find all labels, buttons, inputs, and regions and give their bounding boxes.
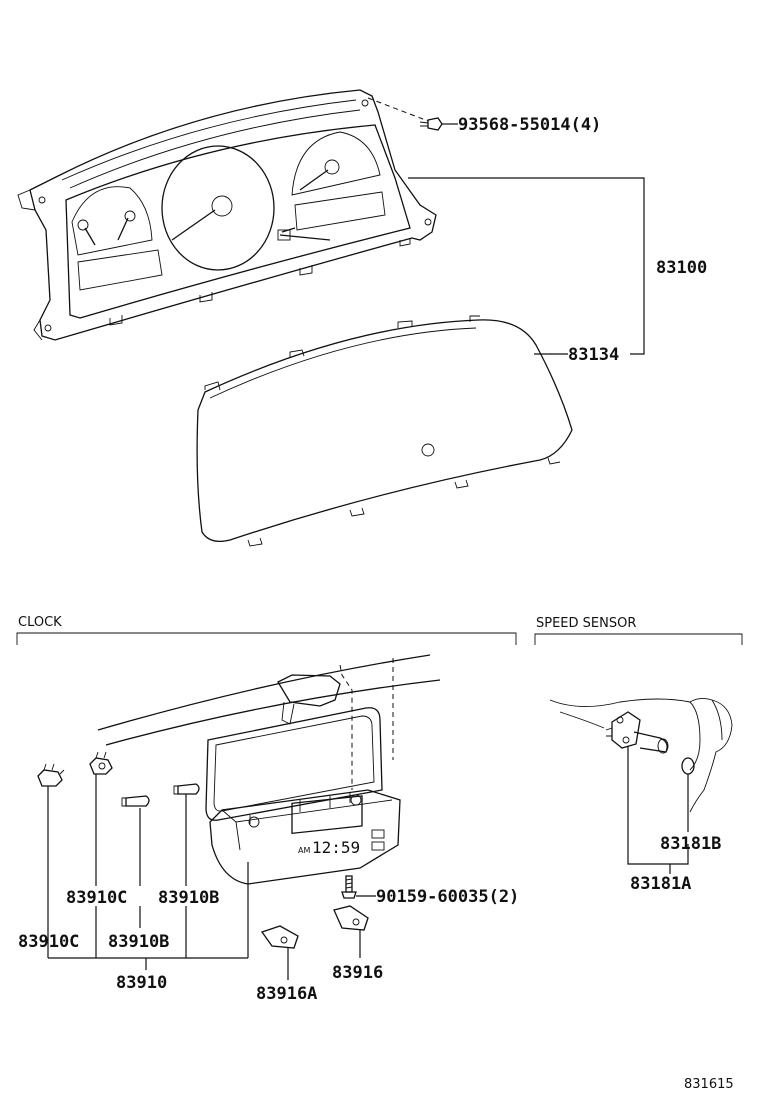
combination-meter-assembly[interactable] (17, 89, 437, 341)
label-83916A[interactable]: 83916A (256, 984, 317, 1004)
combination-meter-glass[interactable] (196, 315, 573, 547)
label-83100[interactable]: 83100 (656, 258, 707, 278)
clock-gasket[interactable] (205, 707, 383, 821)
label-83910C-upper[interactable]: 83910C (66, 888, 127, 908)
bulb-socket-83910C-right[interactable] (89, 751, 113, 775)
leader-83910-tree (47, 774, 249, 970)
label-83910C-lower[interactable]: 83910C (18, 932, 79, 952)
label-90159[interactable]: 90159-60035(2) (376, 887, 519, 907)
section-speed-sensor-title: SPEED SENSOR (536, 616, 636, 631)
leader-83100-bracket (408, 177, 645, 355)
leader-83181-tree (627, 746, 689, 874)
plate-83916[interactable] (333, 905, 369, 931)
bulb-83910B-right[interactable] (173, 783, 200, 795)
screw-93568[interactable] (419, 117, 443, 131)
clock-assembly[interactable]: AM 12:59 (209, 789, 401, 885)
label-83181A[interactable]: 83181A (630, 874, 691, 894)
clock-display (291, 795, 363, 835)
label-83134[interactable]: 83134 (568, 345, 619, 365)
dash-line-lower (105, 679, 441, 746)
plate-83916A[interactable] (260, 925, 299, 949)
speed-sensor-83181A[interactable] (605, 711, 669, 754)
bulb-83910B-left[interactable] (121, 795, 150, 807)
label-83181B[interactable]: 83181B (660, 834, 721, 854)
screw-90159[interactable] (341, 875, 357, 899)
transmission-case (549, 697, 733, 813)
clock-dashed-line (339, 664, 353, 790)
screw-dashed-line (367, 97, 429, 122)
diagram-reference-number: 831615 (684, 1077, 734, 1092)
clock-holder (277, 674, 341, 725)
section-clock-title: CLOCK (18, 615, 62, 630)
label-83916[interactable]: 83916 (332, 963, 383, 983)
section-clock-bracket (16, 632, 517, 645)
bulb-socket-83910C-left[interactable] (37, 763, 65, 787)
o-ring-83181B[interactable] (681, 757, 695, 775)
label-83910B-lower[interactable]: 83910B (108, 932, 169, 952)
section-speed-sensor-bracket (534, 633, 743, 645)
clock-time: 12:59 (312, 838, 360, 857)
label-83910[interactable]: 83910 (116, 973, 167, 993)
clock-am: AM (298, 846, 310, 855)
label-93568[interactable]: 93568-55014(4) (458, 115, 601, 135)
label-83910B-upper[interactable]: 83910B (158, 888, 219, 908)
dash-line-upper (97, 654, 431, 731)
